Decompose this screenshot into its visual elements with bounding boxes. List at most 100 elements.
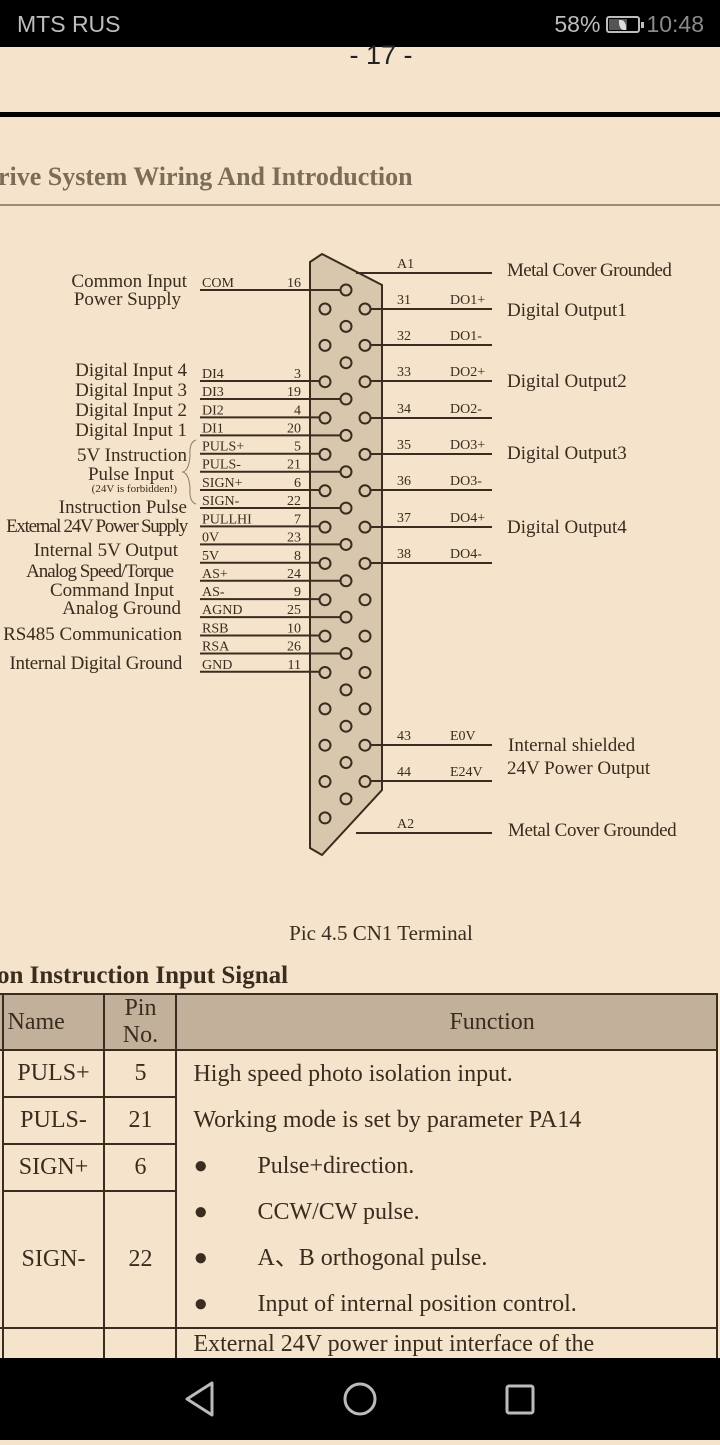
pin-hole bbox=[318, 338, 332, 352]
pin-number: 6 bbox=[294, 476, 301, 491]
pin-number: 33 bbox=[397, 365, 411, 380]
pin-hole bbox=[318, 738, 332, 752]
pin-hole bbox=[339, 647, 353, 660]
label-do1: Digital Output1 bbox=[507, 300, 627, 321]
signal-label: COM bbox=[202, 276, 234, 291]
pin-number: 4 bbox=[294, 403, 301, 418]
clock: 10:48 bbox=[646, 11, 704, 37]
cell-pin: 6 bbox=[103, 1143, 178, 1193]
signal-label: E24V bbox=[450, 765, 483, 780]
bullet-item: CCW/CW pulse. bbox=[257, 1199, 420, 1225]
pin-number: 5 bbox=[294, 440, 301, 455]
signal-label: AGND bbox=[202, 603, 242, 618]
pin-number: 3 bbox=[294, 367, 301, 382]
recents-icon[interactable] bbox=[505, 1384, 535, 1415]
pin-hole bbox=[358, 338, 372, 352]
label-internal-5v: Internal 5V Output bbox=[33, 540, 178, 561]
pin-number: 10 bbox=[287, 621, 301, 636]
signal-label: GND bbox=[202, 658, 232, 673]
pin-hole bbox=[318, 520, 332, 534]
pin-number: 32 bbox=[397, 329, 411, 344]
label-metal-cover-a2: Metal Cover Grounded bbox=[508, 820, 677, 841]
table-row: PULS+ 5 High speed photo isolation input… bbox=[0, 1048, 718, 1329]
header-pin: Pin No. bbox=[103, 993, 178, 1051]
pin-number: A2 bbox=[397, 817, 414, 832]
pin-hole bbox=[318, 484, 332, 498]
label-di3: Digital Input 3 bbox=[75, 380, 187, 401]
label-internal-shielded: Internal shielded bbox=[508, 735, 636, 756]
pin-hole bbox=[358, 484, 372, 498]
pin-hole bbox=[339, 283, 353, 297]
bullet-item: Input of internal position control. bbox=[257, 1291, 577, 1317]
cell-name: SIGN+ bbox=[1, 1143, 106, 1193]
bullet-icon: ● bbox=[193, 1291, 208, 1317]
label-pulse-input: Pulse Input bbox=[87, 464, 174, 485]
header-name: Name bbox=[1, 993, 106, 1051]
bullet-icon: ● bbox=[193, 1153, 208, 1179]
pin-number: 25 bbox=[287, 603, 301, 618]
pin-number: 26 bbox=[287, 639, 301, 654]
pin-number: 31 bbox=[397, 293, 411, 308]
pin-hole bbox=[358, 702, 372, 716]
pin-hole bbox=[339, 465, 353, 479]
pin-hole bbox=[339, 610, 353, 624]
pin-hole bbox=[339, 537, 353, 551]
carrier-name: MTS RUS bbox=[17, 11, 121, 37]
label-24v-output: 24V Power Output bbox=[507, 758, 651, 779]
pin-hole bbox=[339, 319, 353, 333]
pin-number: 43 bbox=[397, 729, 411, 744]
cell-pin: 22 bbox=[103, 1190, 178, 1329]
pin-hole bbox=[318, 411, 332, 425]
pin-hole bbox=[339, 356, 353, 370]
pin-hole bbox=[318, 556, 332, 570]
pin-hole bbox=[318, 375, 332, 389]
pin-hole bbox=[358, 666, 372, 679]
home-icon[interactable] bbox=[343, 1382, 377, 1416]
pin-number: 22 bbox=[287, 494, 301, 509]
signal-label: RSB bbox=[202, 621, 228, 636]
signal-label: DI4 bbox=[202, 367, 224, 382]
status-bar: MTS RUS 58% 10:48 bbox=[0, 0, 720, 47]
signal-table: Name Pin No. Function PULS+ 5 High speed… bbox=[0, 993, 718, 1376]
pin-hole bbox=[318, 302, 332, 316]
pin-hole bbox=[318, 666, 332, 679]
pin-number: 38 bbox=[397, 547, 411, 562]
pin-number: 44 bbox=[397, 765, 411, 780]
signal-label: DI2 bbox=[202, 403, 224, 418]
function-line: High speed photo isolation input. bbox=[193, 1061, 513, 1087]
signal-label: RSA bbox=[202, 639, 230, 654]
pin-number: 34 bbox=[397, 402, 411, 417]
pin-hole bbox=[358, 775, 372, 789]
pin-number: 21 bbox=[287, 458, 301, 473]
cell-pin: 5 bbox=[103, 1048, 178, 1099]
pin-hole bbox=[339, 719, 353, 733]
signal-label: E0V bbox=[450, 729, 476, 744]
signal-label: PULLHI bbox=[202, 512, 252, 527]
table-row: PULS- 21 bbox=[0, 1096, 717, 1146]
label-24v-forbidden: (24V is forbidden!) bbox=[91, 483, 177, 495]
bullet-icon: ● bbox=[193, 1199, 208, 1225]
label-metal-cover-a1: Metal Cover Grounded bbox=[507, 260, 672, 281]
header-function: Function bbox=[175, 993, 718, 1051]
pin-hole bbox=[339, 501, 353, 515]
signal-label: 5V bbox=[202, 549, 219, 564]
pin-hole bbox=[358, 593, 372, 607]
label-di4: Digital Input 4 bbox=[75, 360, 187, 381]
pin-number: 16 bbox=[287, 276, 301, 291]
table-row: SIGN+ 6 bbox=[0, 1143, 717, 1193]
pin-number: 9 bbox=[294, 585, 301, 600]
signal-label: AS+ bbox=[202, 567, 228, 582]
pin-hole bbox=[339, 428, 353, 442]
label-power-supply: Power Supply bbox=[73, 289, 181, 310]
section-title: rive System Wiring And Introduction bbox=[0, 162, 413, 191]
pin-hole bbox=[318, 629, 332, 643]
signal-label: DO1+ bbox=[450, 293, 485, 308]
label-do3: Digital Output3 bbox=[507, 443, 627, 464]
pin-hole bbox=[358, 375, 372, 389]
back-icon[interactable] bbox=[185, 1381, 214, 1417]
bullet-item: A、B orthogonal pulse. bbox=[257, 1245, 488, 1271]
signal-label: DI1 bbox=[202, 421, 224, 436]
label-instruction-pulse: Instruction Pulse bbox=[58, 497, 187, 518]
pin-hole bbox=[318, 593, 332, 607]
pin-number: 37 bbox=[397, 511, 411, 526]
